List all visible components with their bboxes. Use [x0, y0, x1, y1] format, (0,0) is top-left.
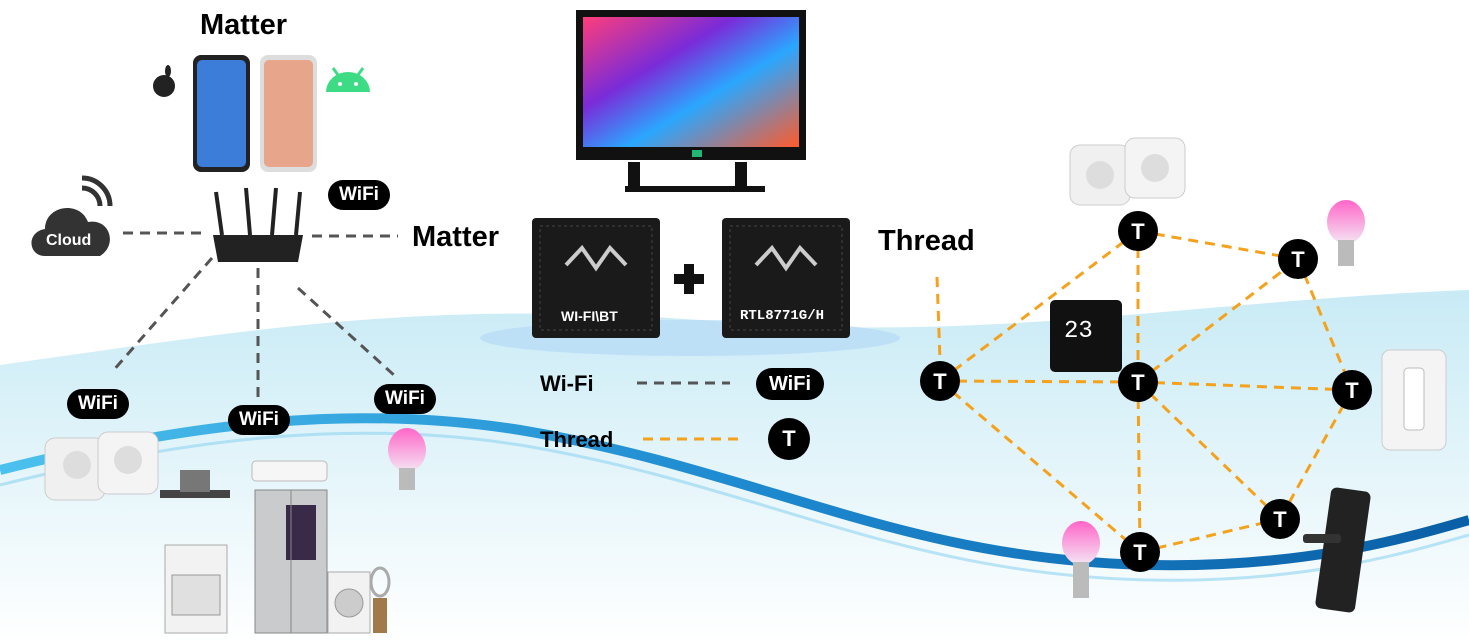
thread-label: Thread	[878, 225, 975, 257]
legend-thread-symbol-text: T	[782, 426, 796, 451]
wifi-badge-legend: WiFi	[756, 368, 824, 400]
android-phone-icon	[260, 55, 317, 172]
thread-node-symbol: T	[1131, 370, 1145, 395]
thread-node-symbol: T	[1291, 247, 1305, 272]
thread-nodes: T T T T T T T	[920, 211, 1372, 572]
thread-node	[1118, 211, 1158, 251]
thermostat-icon	[1050, 300, 1122, 372]
thread-node	[1118, 362, 1158, 402]
chip-right-label: RTL8771G/H	[740, 308, 825, 324]
chip-left	[532, 218, 660, 338]
wifi-badge-bulb: WiFi	[374, 384, 436, 414]
page-title: Matter	[200, 9, 288, 41]
wall-switch-icon	[1381, 349, 1447, 451]
kitchen-appliances-icon	[160, 470, 230, 634]
thread-node-symbol: T	[933, 369, 947, 394]
thread-node-symbol: T	[1273, 507, 1287, 532]
thread-node	[920, 361, 960, 401]
thread-node	[1278, 239, 1318, 279]
cloud-label: Cloud	[46, 232, 92, 249]
smart-plug-pair-left	[44, 431, 159, 501]
smart-plug-pair-right	[1069, 137, 1186, 206]
legend-thread-symbol: T	[768, 418, 810, 460]
air-purifier-icon	[369, 566, 391, 633]
apple-logo-icon	[153, 65, 175, 97]
legend-thread-label: Thread	[540, 427, 614, 452]
air-conditioner-icon	[251, 460, 328, 482]
thread-node-symbol: T	[1345, 378, 1359, 403]
wifi-badge-router: WiFi	[328, 180, 390, 210]
android-logo-icon	[326, 67, 370, 92]
chip-right	[722, 218, 850, 338]
wifi-badge-text: WiFi	[768, 373, 812, 395]
cloud-icon	[31, 175, 113, 256]
wifi-badge-appliances: WiFi	[228, 405, 290, 435]
washing-machine-icon	[327, 571, 371, 634]
thread-node	[1260, 499, 1300, 539]
legend-wifi-label: Wi-Fi	[540, 371, 594, 396]
wifi-links	[110, 231, 398, 400]
wifi-badge-text: WiFi	[239, 409, 279, 430]
wifi-badge-plugs: WiFi	[67, 389, 129, 419]
router-icon	[213, 187, 303, 262]
wifi-badge-text: WiFi	[385, 388, 425, 409]
refrigerator-icon	[254, 489, 328, 634]
smart-bulb-top-right	[1327, 200, 1365, 266]
thread-node-symbol: T	[1131, 219, 1145, 244]
smart-bulb-bottom-right	[1062, 521, 1100, 598]
thread-node-symbol: T	[1133, 540, 1147, 565]
matter-label: Matter	[412, 221, 500, 253]
tv-icon	[576, 10, 806, 192]
iphone-icon	[193, 55, 250, 172]
smart-lock-icon	[1303, 487, 1371, 613]
thread-node	[1332, 370, 1372, 410]
wifi-badge-text: WiFi	[339, 184, 379, 205]
wifi-badge-text: WiFi	[78, 393, 118, 414]
thread-node	[1120, 532, 1160, 572]
thread-mesh	[935, 229, 1354, 554]
smart-bulb-left	[388, 428, 426, 490]
plus-icon	[674, 264, 704, 294]
thermostat-display: 23	[1064, 318, 1093, 345]
chip-left-label: WI-FI\BT	[561, 308, 618, 324]
